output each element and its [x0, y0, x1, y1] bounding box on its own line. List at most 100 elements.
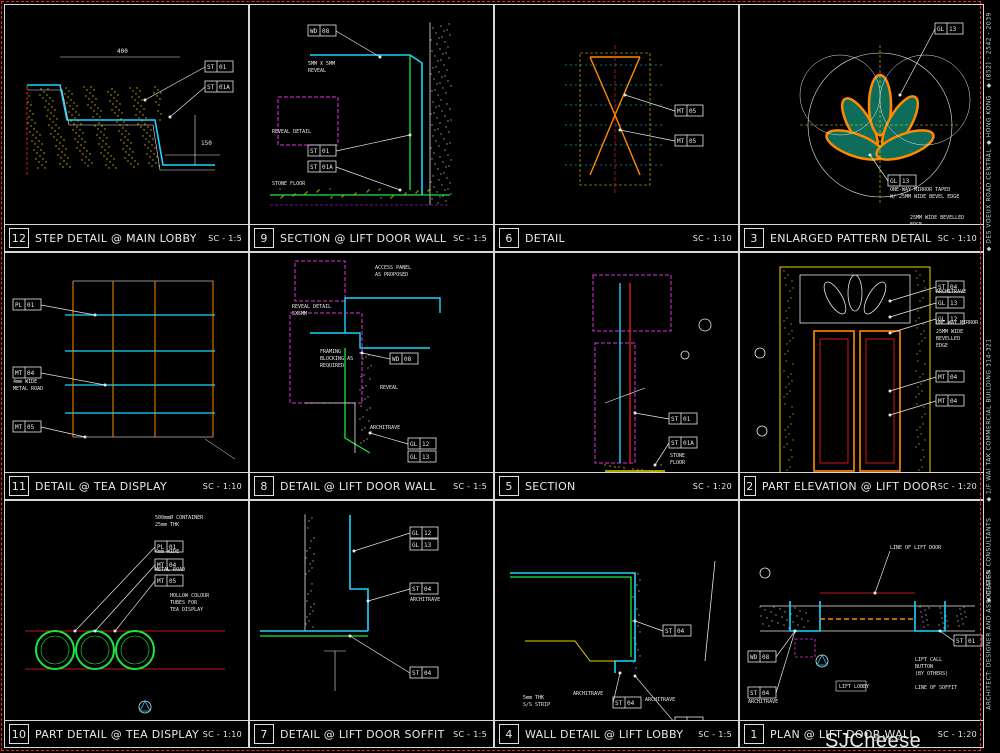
note-one-way-mirror: ONE-WAY MIRROR TAPED [890, 187, 950, 193]
tag-code: ST [207, 84, 215, 91]
tag-code: MT [677, 138, 685, 145]
leader-line [889, 302, 937, 318]
tag-code: ST [938, 284, 946, 291]
note-stone: STONE [670, 453, 685, 459]
jamb-left [789, 601, 821, 632]
wall-box [594, 342, 636, 464]
reference-line [704, 560, 716, 662]
tag-mt-05: MT 05 [674, 104, 704, 117]
tube-inner-1 [80, 635, 110, 665]
tag-number: 04 [424, 586, 432, 593]
section-marker [815, 654, 829, 668]
leader-dot [368, 431, 372, 435]
tag-code: ST [412, 586, 420, 593]
leader-line [335, 166, 401, 191]
leader-line [899, 28, 936, 96]
tag-number: 04 [950, 284, 958, 291]
leader-dot [352, 549, 356, 553]
tag-code: ST [750, 690, 758, 697]
drawing-scale: SC - 1:5 [208, 233, 242, 243]
petal-4 [875, 129, 935, 161]
drawing-number: 11 [9, 476, 29, 496]
leader-line [169, 86, 206, 118]
leader-dot [888, 315, 892, 319]
note-blocking: BLOCKING AS [320, 356, 353, 362]
tag-number: 01 [27, 302, 35, 309]
note-edge: EDGE [936, 343, 948, 349]
note-line-of-soffit: LINE OF SOFFIT [915, 685, 957, 691]
jamb-right [914, 601, 946, 632]
leader-line [634, 412, 670, 420]
plan-hatch [919, 606, 967, 629]
tag-code: MT [15, 370, 23, 377]
drawing-number: 3 [744, 228, 764, 248]
soffit-profile [349, 515, 369, 631]
soffit-box [592, 274, 672, 332]
tag-code: GL [412, 530, 420, 537]
note-architrave: ARCHITRAVE [936, 289, 966, 295]
tag-code: MT [677, 108, 685, 115]
reference-line [204, 438, 236, 460]
tag-number: 13 [902, 178, 910, 185]
tag-code: MT [938, 374, 946, 381]
dimension-side: 150 [201, 140, 212, 147]
tag-code: ST [956, 638, 964, 645]
drawing-title: PART DETAIL @ TEA DISPLAY [35, 727, 199, 741]
reveal-detail-box [277, 96, 339, 146]
drawing-number: 1 [744, 724, 764, 744]
note-required: REQUIRED [320, 363, 344, 369]
base-profile [525, 640, 615, 662]
note-reveal: REVEAL [380, 385, 398, 391]
drawing-number: 7 [254, 724, 274, 744]
surround-hatch [783, 270, 794, 471]
stone-hatch [26, 86, 162, 169]
tag-st-04: ST 04 [409, 582, 439, 595]
tag-number: 08 [762, 654, 770, 661]
tag-number: 13 [422, 454, 430, 461]
note-stone-floor: STONE FLOOR [272, 181, 306, 187]
note-tea-display: TEA DISPLAY [170, 607, 203, 613]
leader-dot [633, 411, 637, 415]
leader-line [775, 630, 796, 694]
watermark-logo: SJCheese [825, 730, 922, 752]
dimension-top: 400 [117, 48, 128, 55]
cladding-outline [310, 54, 423, 195]
wall-hatch [632, 572, 641, 669]
tag-code: ST [310, 148, 318, 155]
tag-code: GL [410, 454, 418, 461]
leader-dot [366, 599, 370, 603]
reference-line [604, 387, 646, 404]
leader-line [335, 30, 381, 58]
leader-line [40, 304, 96, 316]
leader-dot [873, 591, 877, 595]
tag-st-0: ST 04 [935, 280, 965, 293]
note-architrave: ARCHITRAVE [370, 425, 400, 431]
note-floor: FLOOR [670, 460, 686, 466]
tag-number: 04 [627, 700, 635, 707]
tube-outer-1 [75, 630, 115, 670]
note-access-panel: ACCESS PANEL [375, 265, 411, 271]
tag-number: 05 [689, 108, 697, 115]
leader-dot [618, 128, 622, 132]
tag-code: WD [310, 28, 318, 35]
drawing-title: DETAIL @ TEA DISPLAY [35, 479, 167, 493]
curve-right [614, 56, 641, 176]
tag-code: PL [15, 302, 23, 309]
